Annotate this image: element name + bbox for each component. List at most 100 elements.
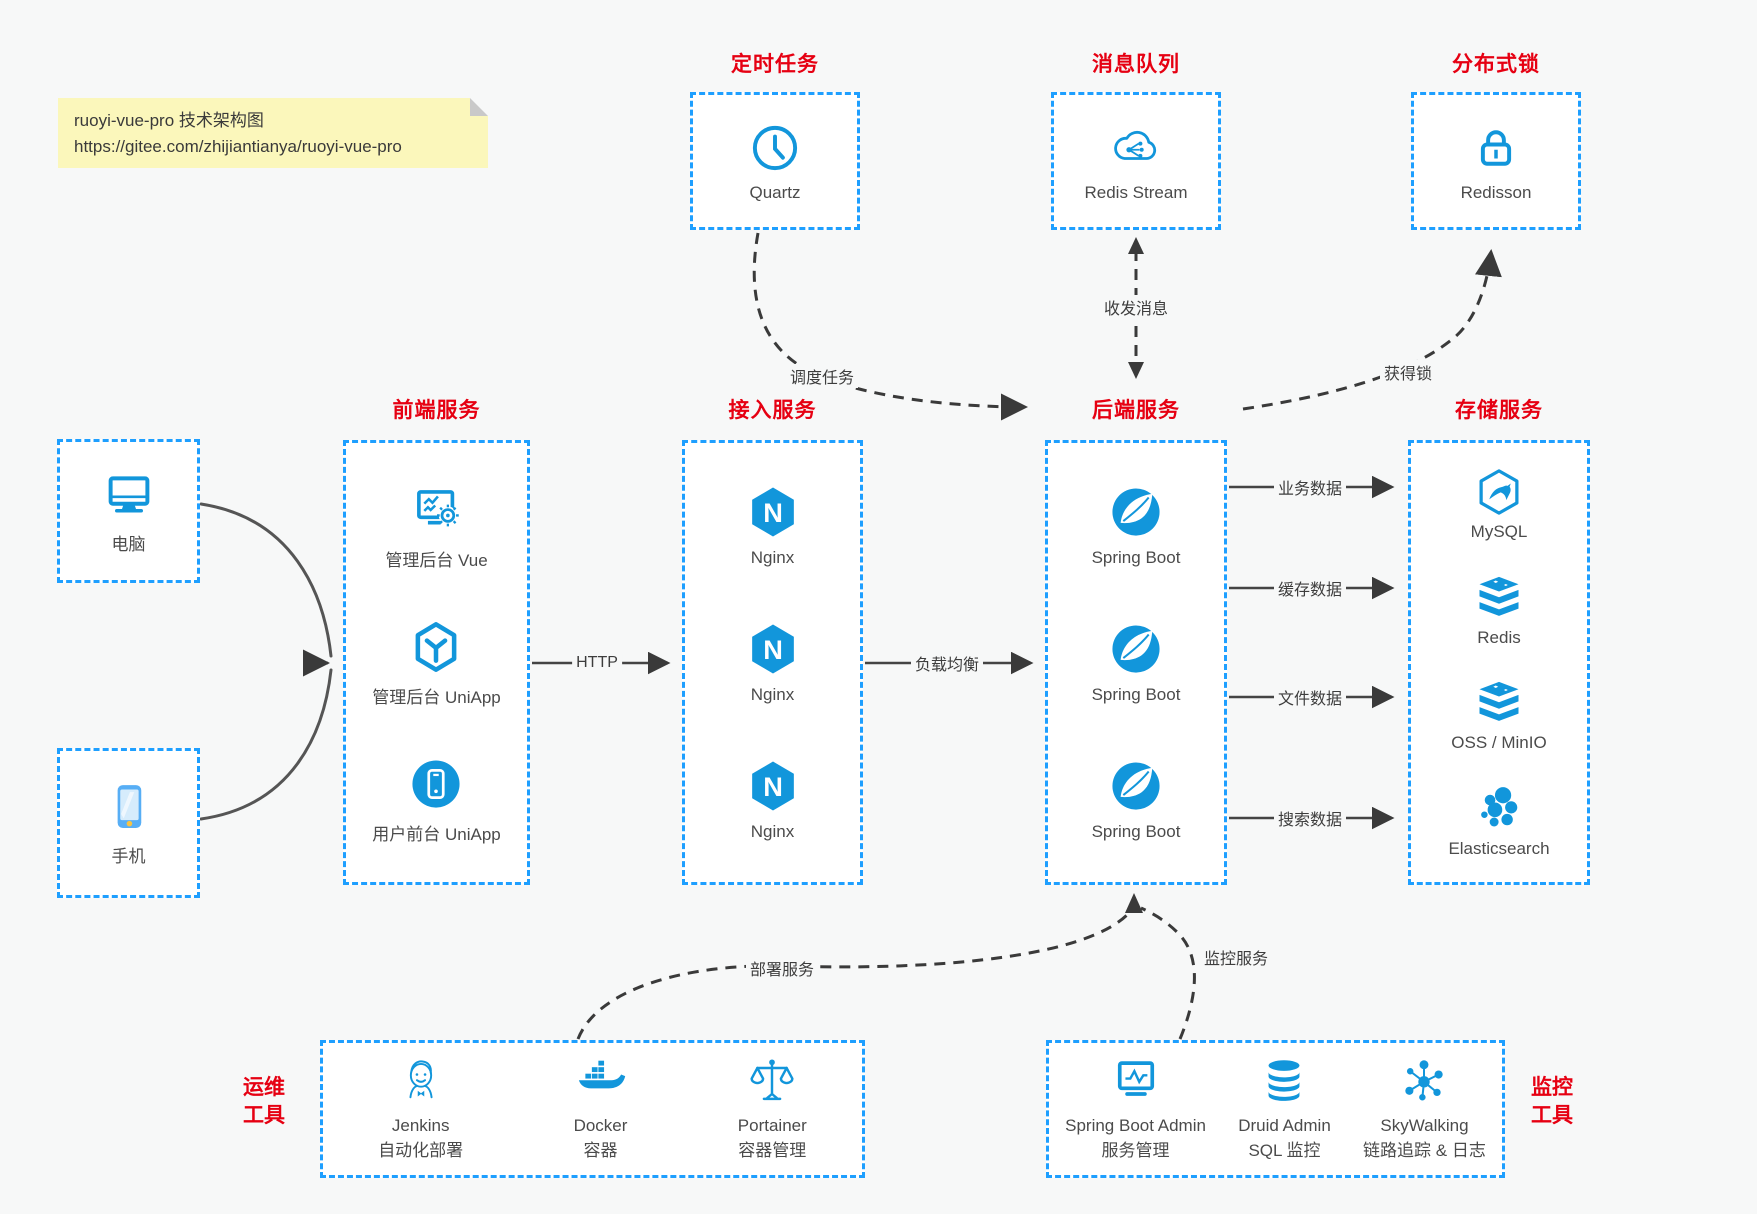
box-redisson: Redisson xyxy=(1411,92,1581,230)
service-nginx-3: N Nginx xyxy=(744,757,802,842)
box-monitor-tools: Spring Boot Admin 服务管理 Druid Admin SQL 监… xyxy=(1046,1040,1505,1178)
title-line: 工具 xyxy=(243,1104,285,1127)
box-desktop-client: 电脑 xyxy=(57,439,200,583)
edge-acquire-lock xyxy=(1242,249,1502,411)
service-label: Nginx xyxy=(750,548,795,567)
box-storage-services: MySQL Redis OSS / MinIO Elasticsearch xyxy=(1408,440,1590,885)
service-label: Quartz xyxy=(749,182,801,202)
edge-monitor-service xyxy=(1140,906,1196,1040)
title-access-services: 接入服务 xyxy=(728,399,817,422)
tool-springboot-admin: Spring Boot Admin 服务管理 xyxy=(1065,1055,1206,1163)
edge-deploy-service xyxy=(576,912,1130,1040)
service-user-uniapp: 用户前台 UniApp xyxy=(372,755,501,845)
service-admin-vue: 管理后台 Vue xyxy=(385,481,488,571)
note-fold-corner xyxy=(470,98,488,116)
edge-label-send-receive-msg: 收发消息 xyxy=(1099,295,1173,319)
tool-name: Spring Boot Admin xyxy=(1065,1116,1206,1135)
edge-label-file-data: 文件数据 xyxy=(1273,685,1347,709)
admin-vue-icon xyxy=(408,481,466,539)
title-frontend-services: 前端服务 xyxy=(392,399,481,422)
box-frontend-services: 管理后台 Vue 管理后台 UniApp 用户前台 UniApp xyxy=(343,440,530,885)
title-message-queue: 消息队列 xyxy=(1092,53,1180,76)
tool-desc: 链路追踪 & 日志 xyxy=(1363,1141,1486,1160)
tool-desc: 服务管理 xyxy=(1101,1141,1170,1160)
tool-name: Jenkins xyxy=(391,1116,450,1135)
portainer-icon xyxy=(746,1055,798,1107)
service-admin-uniapp: 管理后台 UniApp xyxy=(372,618,501,708)
note-url: https://gitee.com/zhijiantianya/ruoyi-vu… xyxy=(74,137,402,157)
nginx-icon: N xyxy=(744,483,802,541)
client-label: 电脑 xyxy=(111,535,146,554)
service-label: Nginx xyxy=(750,822,795,841)
service-label: OSS / MinIO xyxy=(1451,733,1547,753)
title-line: 监控 xyxy=(1531,1076,1573,1099)
tool-druid: Druid Admin SQL 监控 xyxy=(1238,1055,1331,1163)
box-ops-tools: Jenkins 自动化部署 Docker 容器 Portainer 容器管理 xyxy=(320,1040,865,1178)
service-mysql: MySQL xyxy=(1471,466,1527,542)
phone-icon xyxy=(101,779,157,835)
clock-icon xyxy=(747,120,803,176)
edge-label-http: HTTP xyxy=(572,654,622,672)
nginx-icon: N xyxy=(744,757,802,815)
spring-boot-icon xyxy=(1107,757,1165,815)
tool-name: Docker xyxy=(573,1116,628,1135)
edge-label-business-data: 业务数据 xyxy=(1273,475,1347,499)
desktop-icon xyxy=(101,467,157,523)
service-redisson: Redisson xyxy=(1461,120,1531,203)
oss-icon xyxy=(1473,677,1525,729)
docker-icon xyxy=(574,1055,626,1107)
title-scheduled-tasks: 定时任务 xyxy=(731,53,819,76)
msg-arrowhead-down xyxy=(1128,362,1144,379)
elasticsearch-icon xyxy=(1473,783,1525,835)
redis-icon xyxy=(1473,572,1525,624)
spring-boot-icon xyxy=(1107,483,1165,541)
service-label: Spring Boot xyxy=(1091,685,1181,704)
svg-text:N: N xyxy=(763,771,783,802)
service-label: Spring Boot xyxy=(1091,822,1181,841)
cloud-message-icon xyxy=(1108,120,1164,176)
box-quartz: Quartz xyxy=(690,92,860,230)
title-backend-services: 后端服务 xyxy=(1092,399,1180,422)
svg-text:N: N xyxy=(763,497,783,528)
service-label: 管理后台 Vue xyxy=(385,550,488,570)
uniapp-cube-icon xyxy=(407,618,465,676)
tool-portainer: Portainer 容器管理 xyxy=(738,1055,807,1163)
service-label: Redis Stream xyxy=(1084,182,1188,202)
service-spring-boot-1: Spring Boot xyxy=(1092,483,1180,568)
service-label: Nginx xyxy=(750,685,795,704)
edge-label-deploy-service: 部署服务 xyxy=(745,956,819,980)
tool-name: Druid Admin xyxy=(1238,1116,1331,1135)
mysql-icon xyxy=(1473,466,1525,518)
title-storage-services: 存储服务 xyxy=(1455,399,1543,422)
box-access-services: N Nginx N Nginx N Nginx xyxy=(682,440,863,885)
edge-schedule-task xyxy=(752,232,1028,421)
tool-skywalking: SkyWalking 链路追踪 & 日志 xyxy=(1363,1055,1486,1163)
tool-docker: Docker 容器 xyxy=(573,1055,628,1163)
service-label: Redis xyxy=(1477,627,1521,647)
nginx-icon: N xyxy=(744,620,802,678)
service-oss-minio: OSS / MinIO xyxy=(1451,677,1547,753)
client-label: 手机 xyxy=(111,847,146,866)
spring-boot-icon xyxy=(1107,620,1165,678)
edge-phone-frontend xyxy=(199,668,333,821)
edge-label-monitor-service: 监控服务 xyxy=(1199,945,1273,969)
service-elasticsearch: Elasticsearch xyxy=(1448,783,1550,859)
service-redis-stream: Redis Stream xyxy=(1084,120,1188,203)
client-desktop: 电脑 xyxy=(101,467,157,555)
sticky-note: ruoyi-vue-pro 技术架构图 https://gitee.com/zh… xyxy=(58,98,488,168)
tool-desc: 容器 xyxy=(583,1141,618,1160)
title-ops-tools: 运维 工具 xyxy=(232,1074,296,1130)
edge-label-search-data: 搜索数据 xyxy=(1273,806,1347,830)
jenkins-icon xyxy=(395,1055,447,1107)
note-title: ruoyi-vue-pro 技术架构图 xyxy=(74,111,264,130)
title-line: 工具 xyxy=(1531,1104,1573,1127)
title-distributed-lock: 分布式锁 xyxy=(1452,53,1540,76)
edge-label-schedule-task: 调度任务 xyxy=(785,364,859,388)
skywalking-icon xyxy=(1398,1055,1450,1107)
box-phone-client: 手机 xyxy=(57,748,200,898)
tool-desc: SQL 监控 xyxy=(1248,1141,1321,1160)
title-monitor-tools: 监控 工具 xyxy=(1520,1074,1584,1130)
msg-arrowhead-up xyxy=(1128,237,1144,254)
springboot-admin-icon xyxy=(1110,1055,1162,1107)
